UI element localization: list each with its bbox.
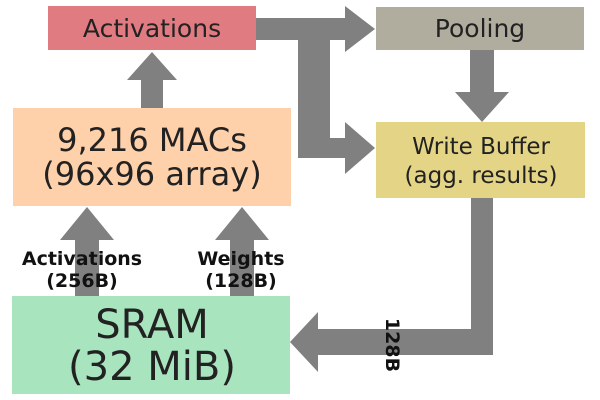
arrow-activations-to-write-buffer — [298, 40, 375, 174]
boxes — [12, 6, 585, 394]
arrows — [60, 6, 509, 372]
write-buffer-label-line2: (agg. results) — [405, 163, 558, 189]
activations-label: Activations — [83, 14, 221, 43]
edge-label-128b: 128B — [381, 318, 403, 372]
pooling-label: Pooling — [435, 14, 525, 43]
edge-label-weights-line2: (128B) — [205, 270, 277, 292]
edge-label-weights-line1: Weights — [197, 248, 284, 270]
pooling-box — [376, 7, 584, 50]
write-buffer-label-line1: Write Buffer — [412, 134, 550, 160]
macs-label-line1: 9,216 MACs — [57, 121, 247, 159]
arrow-activations-to-pooling — [255, 6, 375, 52]
macs-label-line2: (96x96 array) — [42, 155, 261, 193]
arrow-pooling-to-write-buffer — [455, 50, 509, 122]
activations-box — [48, 6, 256, 50]
arrow-sram-to-macs-activations — [60, 207, 114, 296]
arrow-sram-to-macs-weights — [215, 207, 269, 296]
arrow-macs-to-activations — [127, 52, 177, 108]
edge-label-activations-line1: Activations — [22, 248, 142, 270]
write-buffer-box — [376, 122, 585, 198]
edge-label-activations-line2: (256B) — [46, 270, 118, 292]
sram-label-line1: SRAM — [95, 302, 208, 348]
macs-box — [13, 108, 291, 206]
sram-label-line2: (32 MiB) — [68, 344, 236, 390]
sram-box — [12, 296, 290, 394]
arrow-write-buffer-to-sram — [290, 198, 493, 372]
